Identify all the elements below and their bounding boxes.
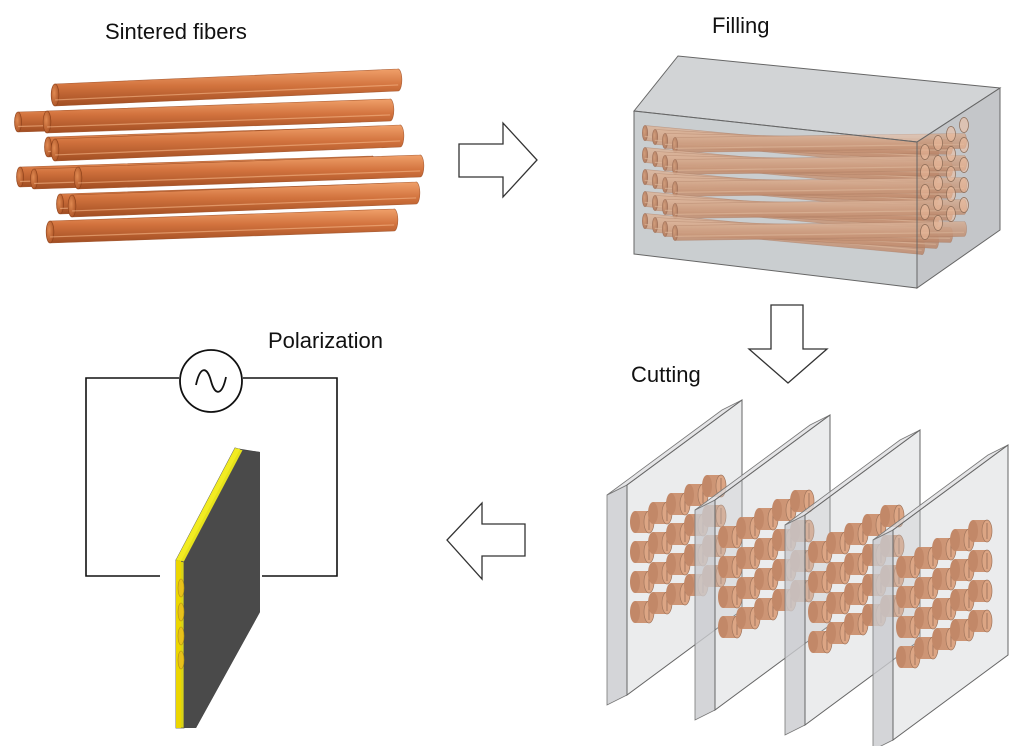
fiber — [672, 221, 967, 241]
fiber-end — [933, 195, 943, 211]
sintered-fiber-bundle — [14, 68, 425, 244]
fiber-end — [946, 126, 956, 142]
poled-sample — [175, 447, 260, 729]
fiber-end — [959, 197, 969, 213]
step-label-filling: Filling — [712, 13, 770, 38]
hollow-arrow-left-icon — [446, 501, 526, 581]
fiber-end — [959, 177, 969, 193]
filled-composite-block — [633, 55, 1002, 289]
fiber — [672, 155, 967, 175]
fiber-end — [920, 184, 930, 200]
fiber-end — [177, 650, 185, 670]
cut-slice — [872, 444, 1009, 746]
fiber-end — [959, 157, 969, 173]
fiber — [45, 208, 399, 244]
fiber — [42, 98, 395, 134]
fiber — [50, 124, 405, 162]
fiber — [67, 181, 421, 218]
fiber-end — [920, 164, 930, 180]
step-label-polarization: Polarization — [268, 328, 383, 353]
cut-slices — [606, 399, 1009, 746]
fiber-end — [177, 602, 185, 622]
fiber-end — [933, 175, 943, 191]
fiber-end — [933, 135, 943, 151]
fiber-end — [946, 146, 956, 162]
hollow-arrow-down-icon — [747, 304, 829, 384]
fiber-end — [946, 166, 956, 182]
fiber-end — [920, 224, 930, 240]
fiber-end — [920, 204, 930, 220]
ac-source-icon — [179, 349, 243, 413]
fiber-end — [933, 155, 943, 171]
fiber-end — [946, 206, 956, 222]
step-label-cutting: Cutting — [631, 362, 701, 387]
fiber-end — [959, 117, 969, 133]
fiber-end — [946, 186, 956, 202]
polarization-circuit — [85, 349, 338, 729]
fiber-end — [177, 626, 185, 646]
hollow-arrow-right-icon — [458, 121, 538, 199]
fiber-end — [959, 137, 969, 153]
fiber-end — [177, 578, 185, 598]
fiber — [50, 68, 403, 107]
fiber — [73, 154, 425, 190]
step-label-sintered-fibers: Sintered fibers — [105, 19, 247, 44]
fiber-end — [933, 215, 943, 231]
fiber-end — [920, 144, 930, 160]
